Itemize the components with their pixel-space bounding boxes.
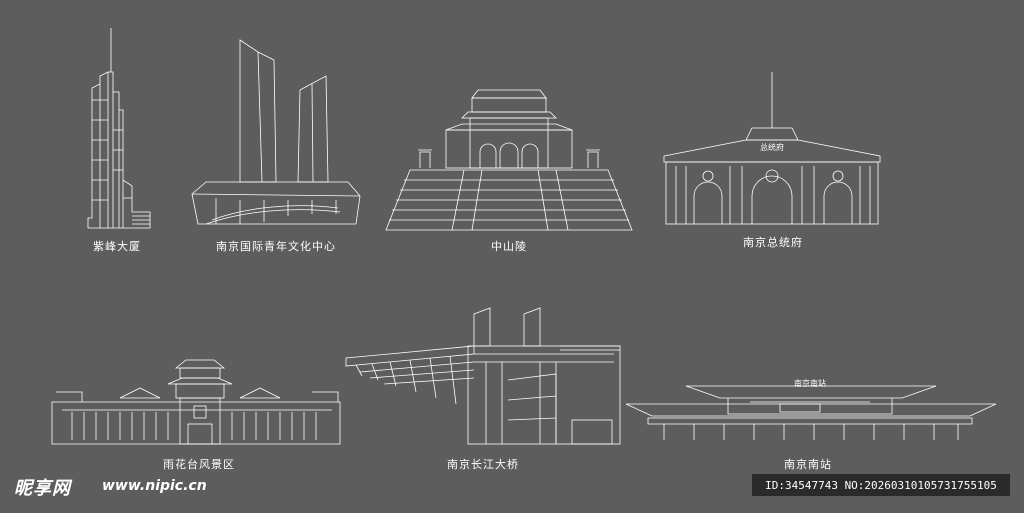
- watermark-url: www.nipic.cn: [102, 478, 207, 494]
- landmark-label: 南京总统府: [743, 236, 803, 249]
- landmark-label: 雨花台风景区: [163, 458, 235, 471]
- presidential-palace-drawing: [663, 72, 881, 225]
- station-sign: 南京南站: [794, 378, 826, 388]
- yangtze-bridge-drawing: [345, 307, 621, 445]
- landmark-label: 南京南站: [784, 458, 832, 471]
- landmark-label: 中山陵: [491, 240, 527, 253]
- sun-yatsen-mausoleum-drawing: [385, 89, 633, 231]
- watermark-logo: 昵享网: [14, 478, 71, 499]
- image-id-bar: ID:34547743 NO:20260310105731755105: [752, 474, 1010, 496]
- landmark-label: 紫峰大厦: [93, 240, 141, 253]
- youth-cultural-center-drawing: [191, 39, 361, 225]
- landmark-label: 南京长江大桥: [447, 458, 519, 471]
- landmark-label: 南京国际青年文化中心: [216, 240, 336, 253]
- zifeng-tower-drawing: [87, 28, 151, 229]
- nanjing-south-station-drawing: [625, 385, 997, 440]
- yuhuatai-drawing: [51, 359, 341, 445]
- presidential-palace-sign: 总统府: [760, 142, 784, 152]
